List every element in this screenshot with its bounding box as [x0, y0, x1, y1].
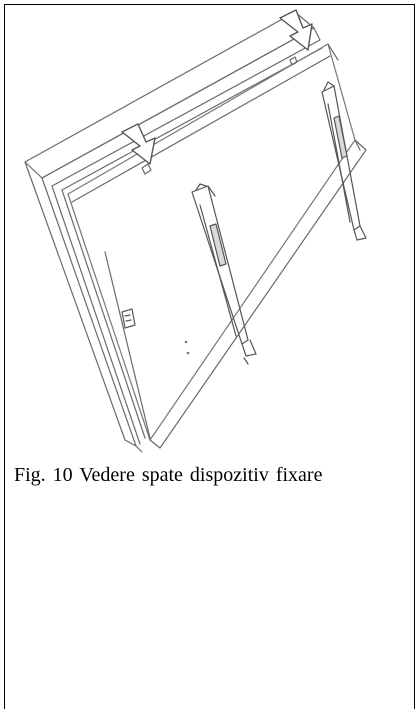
- mount-holes: [141, 56, 298, 175]
- bracket-left: [191, 183, 257, 365]
- figure-illustration: [10, 0, 380, 455]
- figure-caption: Fig. 10 Vedere spate dispozitiv fixare: [14, 464, 323, 486]
- down-arrow-icon-left: [121, 123, 156, 165]
- display-back-panel: [67, 43, 367, 449]
- screw-dots: [184, 340, 190, 355]
- bracket-right: [321, 81, 367, 241]
- display-frame: [24, 11, 323, 453]
- down-arrow-icon-right: [279, 9, 313, 51]
- rear-label: [121, 308, 136, 329]
